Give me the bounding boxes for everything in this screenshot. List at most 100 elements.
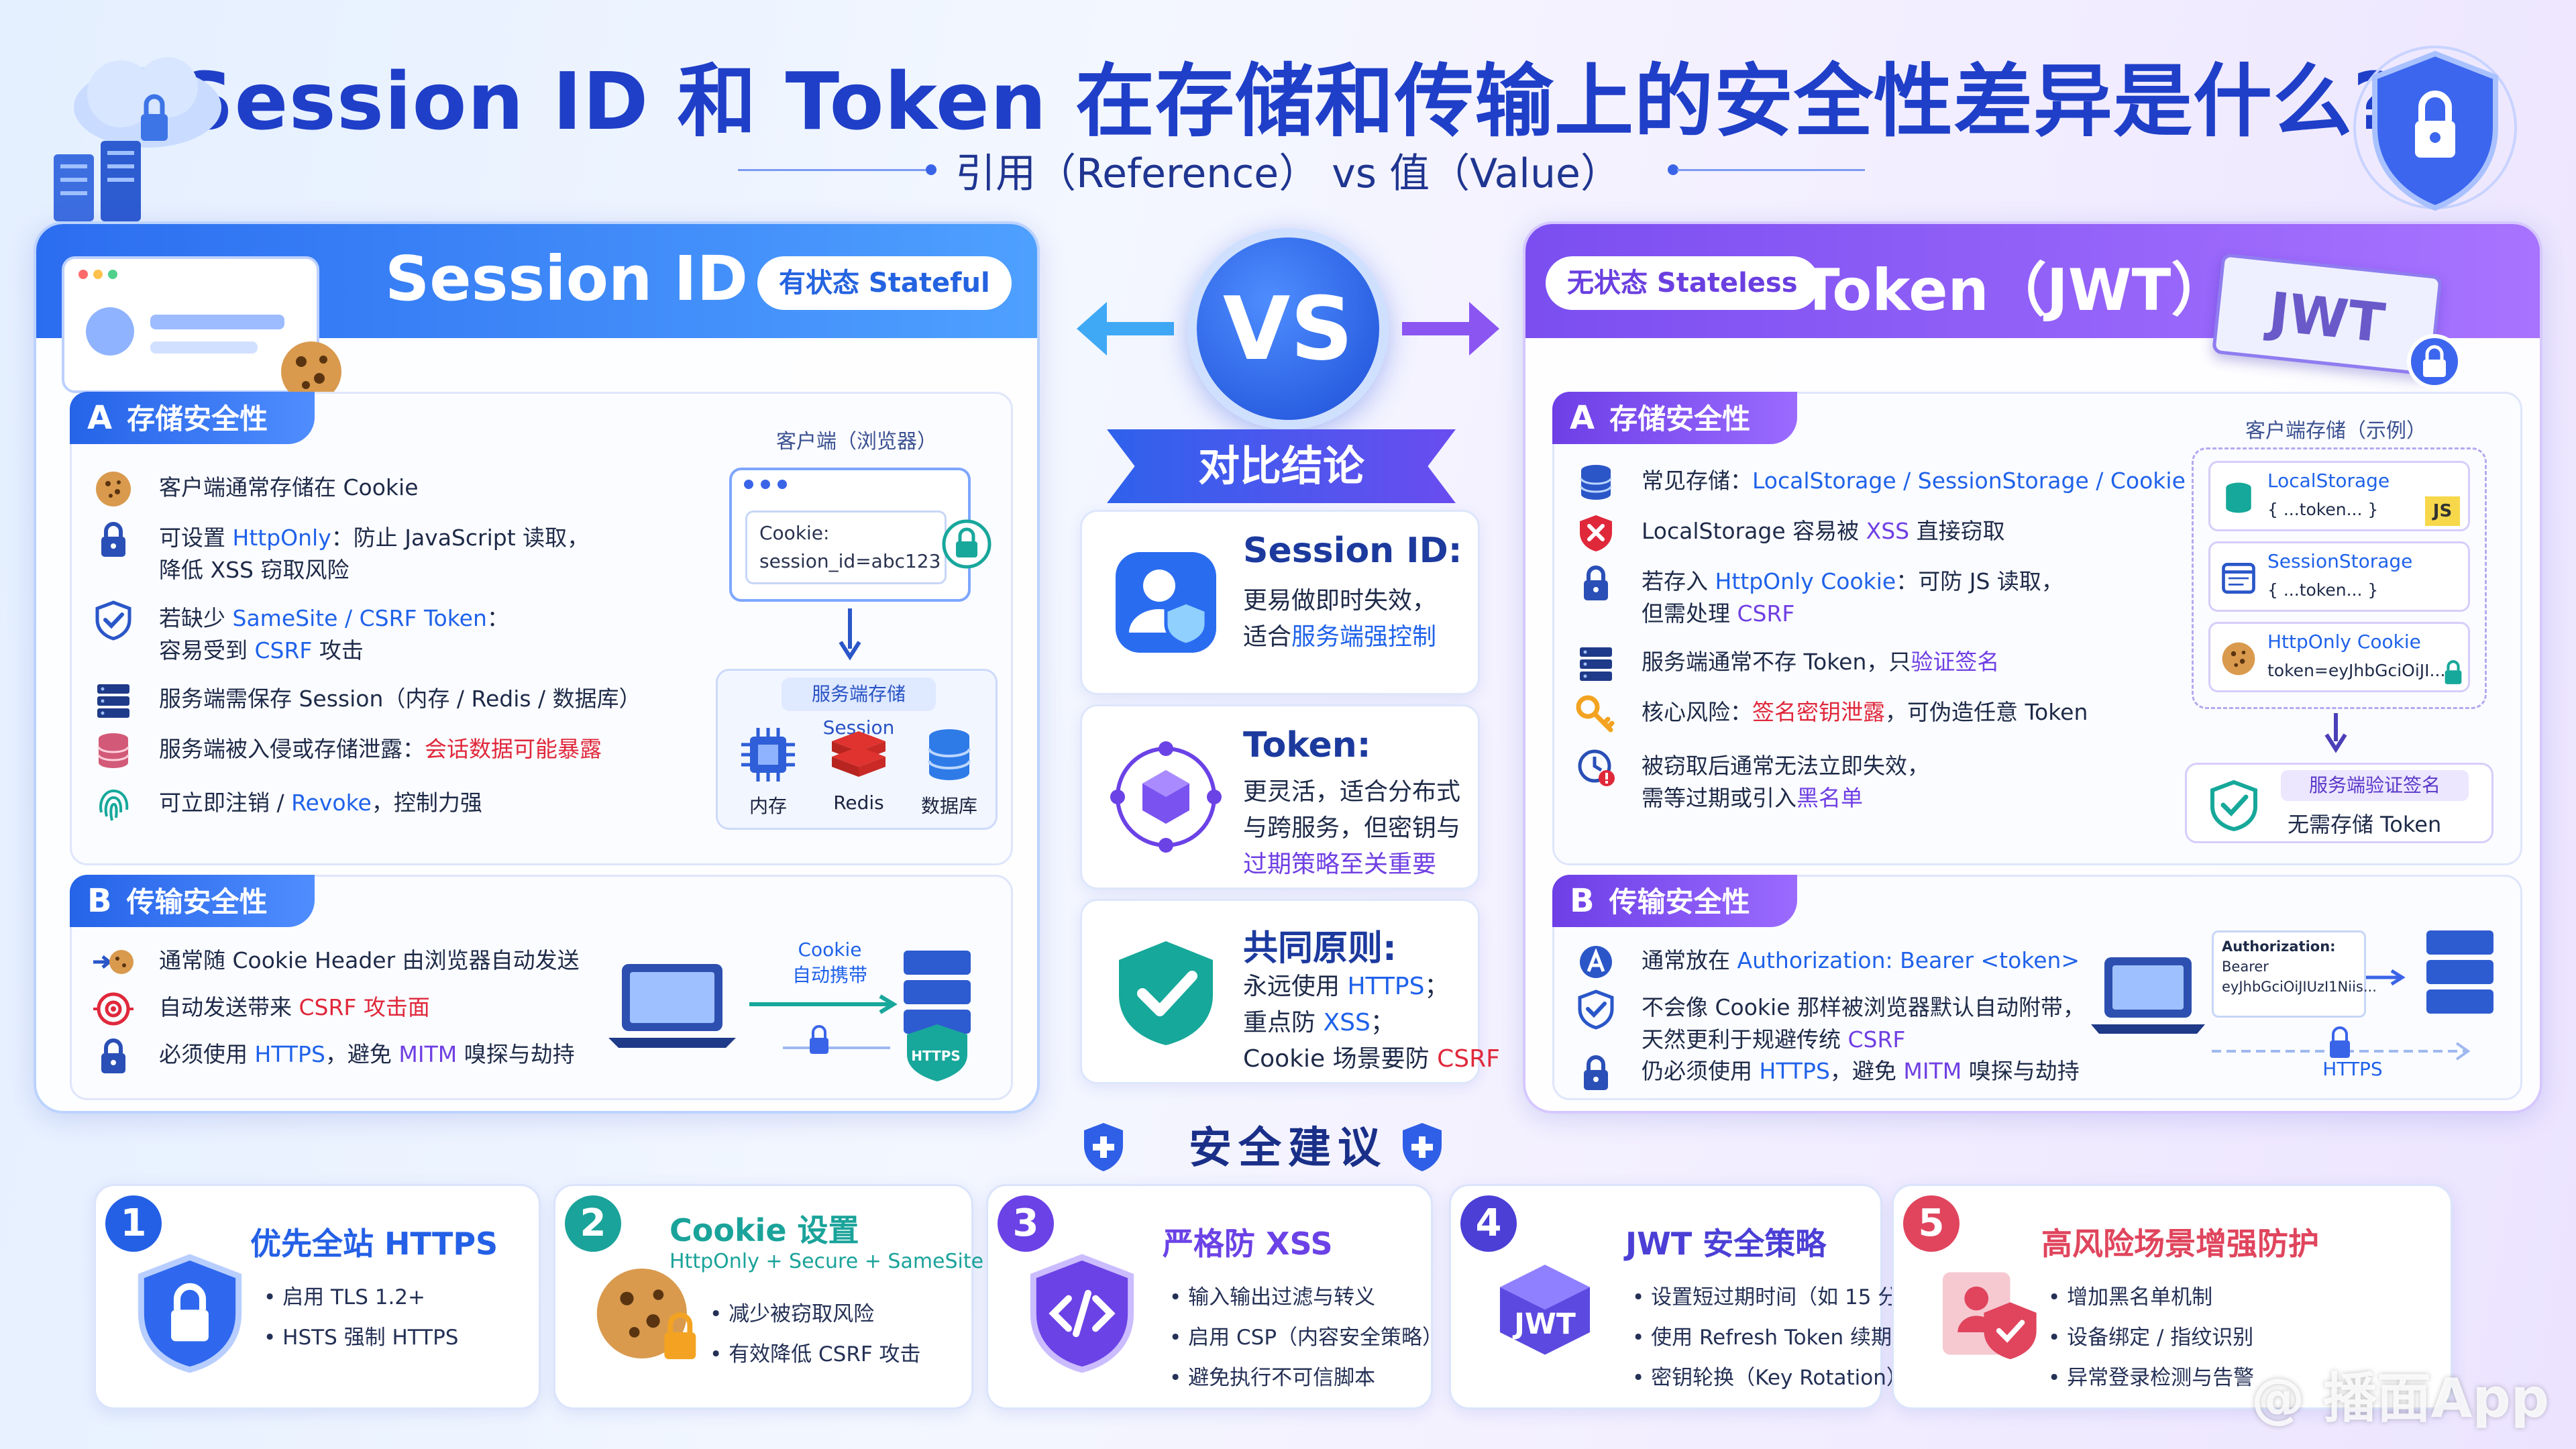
- card-2-line-1: 更灵活，适合分布式: [1243, 778, 1461, 806]
- token-storage-item-5-text: 核心风险：签名密钥泄露，可伪造任意 Token: [1642, 699, 2088, 725]
- cookie-line-2: session_id=abc123: [759, 550, 941, 572]
- key-icon: [1576, 695, 1615, 733]
- card-1-line-2: 适合服务端强控制: [1243, 623, 1437, 651]
- store-database: 数据库: [920, 795, 977, 817]
- https-shield-label: HTTPS: [911, 1048, 961, 1064]
- server-session-box: 服务端存储 Session 内存 Redis 数据库: [716, 669, 998, 830]
- page-title: Session ID 和 Token 在存储和传输上的安全性差异是什么?: [176, 55, 2400, 148]
- advice-point: • 有效降低 CSRF 攻击: [710, 1342, 921, 1366]
- advice-number-badge: 5: [1903, 1195, 1960, 1252]
- token-store-value: token=eyJhbGciOiJI...: [2267, 661, 2446, 680]
- cookie-value-box: Cookie: session_id=abc123: [745, 511, 947, 584]
- session-storage-item-3-text: 若缺少 SameSite / CSRF Token：容易受到 CSRF 攻击: [159, 605, 509, 663]
- session-transport-diagram: [608, 951, 971, 1081]
- advice-number-badge: 2: [565, 1195, 621, 1252]
- letter-a-icon: [1580, 946, 1612, 978]
- arrow-down-icon: [2324, 713, 2347, 753]
- card-1-line-1: 更易做即时失效，: [1243, 587, 1437, 614]
- advice-point: • 启用 CSP（内容安全策略）: [1169, 1326, 1444, 1350]
- lock-icon: [101, 522, 125, 557]
- shield-check-icon: [95, 600, 131, 641]
- plus-shield-icon: [1403, 1123, 1442, 1171]
- card-3-line-2: 重点防 XSS；: [1243, 1009, 1395, 1036]
- storage-window-icon: [2222, 563, 2255, 594]
- cookie-line-1: Cookie:: [759, 522, 830, 544]
- subtitle-line-left: [738, 169, 926, 171]
- server-icon: [1580, 647, 1612, 681]
- session-title: Session ID: [385, 243, 749, 315]
- token-store-card-1: LocalStorage{ ...token... }JS: [2208, 461, 2470, 531]
- conclusion-card-session: Session ID: 更易做即时失效， 适合服务端强控制: [1080, 510, 1480, 695]
- session-storage-item-1-text: 客户端通常存储在 Cookie: [159, 474, 419, 500]
- server-icon: [97, 684, 129, 718]
- cube-network-icon: [1110, 741, 1222, 853]
- arrow-down-icon: [839, 608, 861, 661]
- check-shield-icon: [1119, 941, 1213, 1045]
- lock-shield-icon: [138, 1254, 242, 1373]
- browser-cookie-icon: [62, 256, 341, 402]
- user-shield-icon: [1116, 552, 1216, 653]
- token-stateless-badge: 无状态 Stateless: [1546, 256, 1819, 310]
- verify-label: 服务端验证签名: [2281, 770, 2469, 801]
- cookie-icon: [2222, 642, 2255, 676]
- advice-point: • 使用 Refresh Token 续期: [1632, 1326, 1892, 1350]
- token-storage-item-4-text: 服务端通常不存 Token，只验证签名: [1642, 649, 2000, 675]
- advice-title: 安全建议: [1189, 1124, 1387, 1173]
- card-2-line-3: 过期策略至关重要: [1243, 851, 1437, 878]
- window-dots-icon: [744, 480, 787, 489]
- server-session-label: 服务端存储 Session: [782, 678, 936, 739]
- session-storage-item-4-text: 服务端需保存 Session（内存 / Redis / 数据库）: [159, 686, 641, 712]
- advice-number-badge: 4: [1460, 1195, 1517, 1252]
- session-transport-item-1-text: 通常随 Cookie Header 由浏览器自动发送: [159, 947, 580, 973]
- conclusion-card-token: Token: 更灵活，适合分布式与跨服务，但密钥与过期策略至关重要: [1080, 704, 1480, 890]
- vs-badge: VS: [1187, 228, 1389, 429]
- advice-title-1: 优先全站 HTTPS: [250, 1226, 498, 1262]
- client-storage-frame: [2192, 447, 2487, 709]
- advice-point: • 增加黑名单机制: [2048, 1285, 2213, 1309]
- plus-shield-icon: [1084, 1123, 1123, 1171]
- conclusion-card-principle: 共同原则: 永远使用 HTTPS；重点防 XSS；Cookie 场景要防 CSR…: [1080, 899, 1500, 1084]
- database-icon: [928, 729, 971, 780]
- verify-box: 服务端验证签名 无需存储 Token: [2185, 763, 2493, 843]
- card-principle-title: 共同原则:: [1243, 928, 1397, 969]
- advice-point: • HSTS 强制 HTTPS: [264, 1326, 459, 1350]
- client-label: 客户端（浏览器）: [776, 430, 937, 453]
- cloud-server-icon: [54, 57, 221, 221]
- advice-title-5: 高风险场景增强防护: [2041, 1226, 2319, 1262]
- clock-warning-icon: [1578, 749, 1615, 786]
- token-store-name: HttpOnly Cookie: [2267, 631, 2421, 653]
- store-redis: Redis: [833, 792, 884, 814]
- session-transport-item-3-text: 必须使用 HTTPS，避免 MITM 嗅探与劫持: [159, 1041, 575, 1067]
- advice-point: • 输入输出过滤与转义: [1169, 1285, 1376, 1309]
- card-2-line-2: 与跨服务，但密钥与: [1243, 814, 1461, 842]
- token-store-card-2: SessionStorage{ ...token... }: [2208, 541, 2470, 612]
- teal-lock-icon: [942, 519, 991, 569]
- verify-text: 无需存储 Token: [2288, 812, 2442, 837]
- card-3-line-1: 永远使用 HTTPS；: [1243, 973, 1449, 1000]
- svg-text:JWT: JWT: [1512, 1308, 1576, 1341]
- card-session-title: Session ID:: [1243, 531, 1462, 571]
- session-transport-item-2-text: 自动发送带来 CSRF 攻击面: [159, 994, 430, 1020]
- token-client-storage-label: 客户端存储（示例）: [2245, 419, 2426, 443]
- token-store-value: { ...token... }: [2267, 580, 2379, 600]
- target-icon: [93, 992, 133, 1026]
- token-storage-item-6-text: 被窃取后通常无法立即失效，需等过期或引入黑名单: [1642, 753, 1929, 811]
- subtitle-dot-right: [1668, 164, 1678, 175]
- arrow-right-icon: [1402, 302, 1499, 356]
- advice-number-badge: 1: [105, 1195, 162, 1252]
- advice-title-3: 严格防 XSS: [1163, 1226, 1333, 1262]
- verify-shield-icon: [2210, 780, 2257, 832]
- warning-shield-icon: [1580, 515, 1612, 551]
- arrow-left-icon: [1077, 302, 1174, 356]
- fingerprint-icon: [99, 789, 129, 821]
- session-storage-item-2-text: 可设置 HttpOnly：防止 JavaScript 读取，降低 XSS 窃取风…: [159, 525, 590, 583]
- session-storage-item-6-text: 可立即注销 / Revoke，控制力强: [159, 790, 482, 816]
